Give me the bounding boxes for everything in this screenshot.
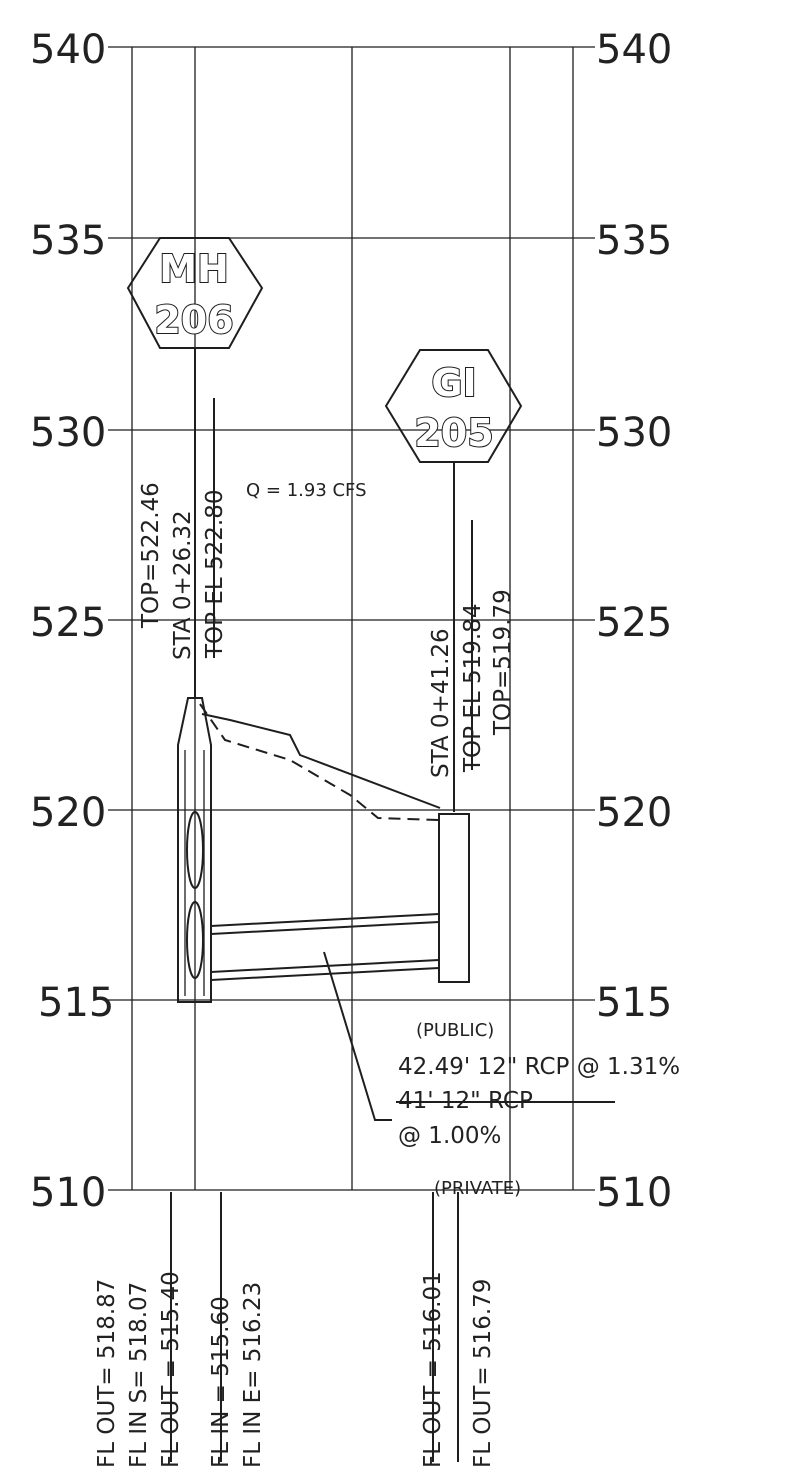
- manhole-top-revised: TOP=522.46: [138, 482, 164, 629]
- elev-label-right-540: 540: [596, 27, 672, 73]
- elev-label-right-530: 530: [596, 410, 672, 456]
- pipe-lower-top: [210, 959, 440, 973]
- elev-label-left-530: 530: [30, 410, 106, 456]
- manhole-hexagon-tag: [126, 237, 264, 349]
- pipe-current-spec: 42.49' 12" RCP @ 1.31%: [398, 1054, 680, 1080]
- elevation-labels-right: 540 535 530 525 520 515 510: [596, 27, 672, 1216]
- pipe-label-leader: [323, 951, 392, 1121]
- pipe-upper-top: [210, 913, 440, 927]
- proposed-ground-line: [201, 713, 441, 809]
- elev-label-right-525: 525: [596, 600, 672, 646]
- flow-rate-label: Q = 1.93 CFS: [246, 480, 367, 501]
- elevation-labels-left: 540 535 530 525 520 515 510: [30, 27, 114, 1216]
- manhole-pipe-opening-lower: [186, 901, 204, 979]
- manhole-type-label: MH: [159, 247, 229, 291]
- elev-label-right-510: 510: [596, 1170, 672, 1216]
- manhole-pipe-opening-upper: [186, 811, 204, 889]
- manhole-number-label: 206: [154, 298, 233, 342]
- ground-profiles: [199, 703, 441, 821]
- elev-label-right-535: 535: [596, 218, 672, 264]
- manhole-mh-206: MH 206 TOP=522.46 STA 0+26.32 TOP EL 522…: [126, 237, 264, 1003]
- pipe-lower-bottom: [210, 967, 440, 981]
- pipe-upper-bottom: [210, 921, 440, 935]
- elev-label-left-535: 535: [30, 218, 106, 264]
- pipe-labels: (PUBLIC) 42.49' 12" RCP @ 1.31% 41' 12" …: [396, 1020, 680, 1199]
- elev-label-left-525: 525: [30, 600, 106, 646]
- pipe-runs: [210, 913, 440, 1121]
- grate-inlet-top-revised: TOP=519.79: [490, 589, 516, 736]
- grate-inlet-hexagon-tag: [384, 349, 523, 463]
- manhole-structure-outline: [177, 697, 212, 1003]
- grate-inlet-structure-outline: [438, 813, 470, 983]
- elev-label-left-510: 510: [30, 1170, 106, 1216]
- elev-label-left-540: 540: [30, 27, 106, 73]
- gi-fl-out: FL OUT= 516.79: [470, 1279, 496, 1468]
- grate-inlet-gi-205: GI 205 STA 0+41.26 TOP EL 519.84 TOP=519…: [384, 349, 523, 983]
- grate-inlet-station: STA 0+41.26: [428, 628, 454, 778]
- elev-label-left-515: 515: [38, 980, 114, 1026]
- pipe-public-label: (PUBLIC): [416, 1020, 494, 1041]
- elev-label-right-515: 515: [596, 980, 672, 1026]
- elev-label-right-520: 520: [596, 790, 672, 836]
- mh-fl-in-s: FL IN S= 518.07: [126, 1282, 152, 1468]
- pipe-old-slope: @ 1.00%: [398, 1123, 501, 1149]
- flowline-labels: FL OUT= 518.87 FL IN S= 518.07 FL OUT = …: [94, 1192, 496, 1468]
- mh-fl-in-e: FL IN E= 516.23: [240, 1282, 266, 1468]
- elev-label-left-520: 520: [30, 790, 106, 836]
- manhole-station: STA 0+26.32: [170, 510, 196, 660]
- pipe-private-label: (PRIVATE): [434, 1178, 521, 1199]
- grate-inlet-number-label: 205: [414, 411, 493, 455]
- grate-inlet-type-label: GI: [431, 361, 476, 405]
- mh-fl-out: FL OUT= 518.87: [94, 1279, 120, 1468]
